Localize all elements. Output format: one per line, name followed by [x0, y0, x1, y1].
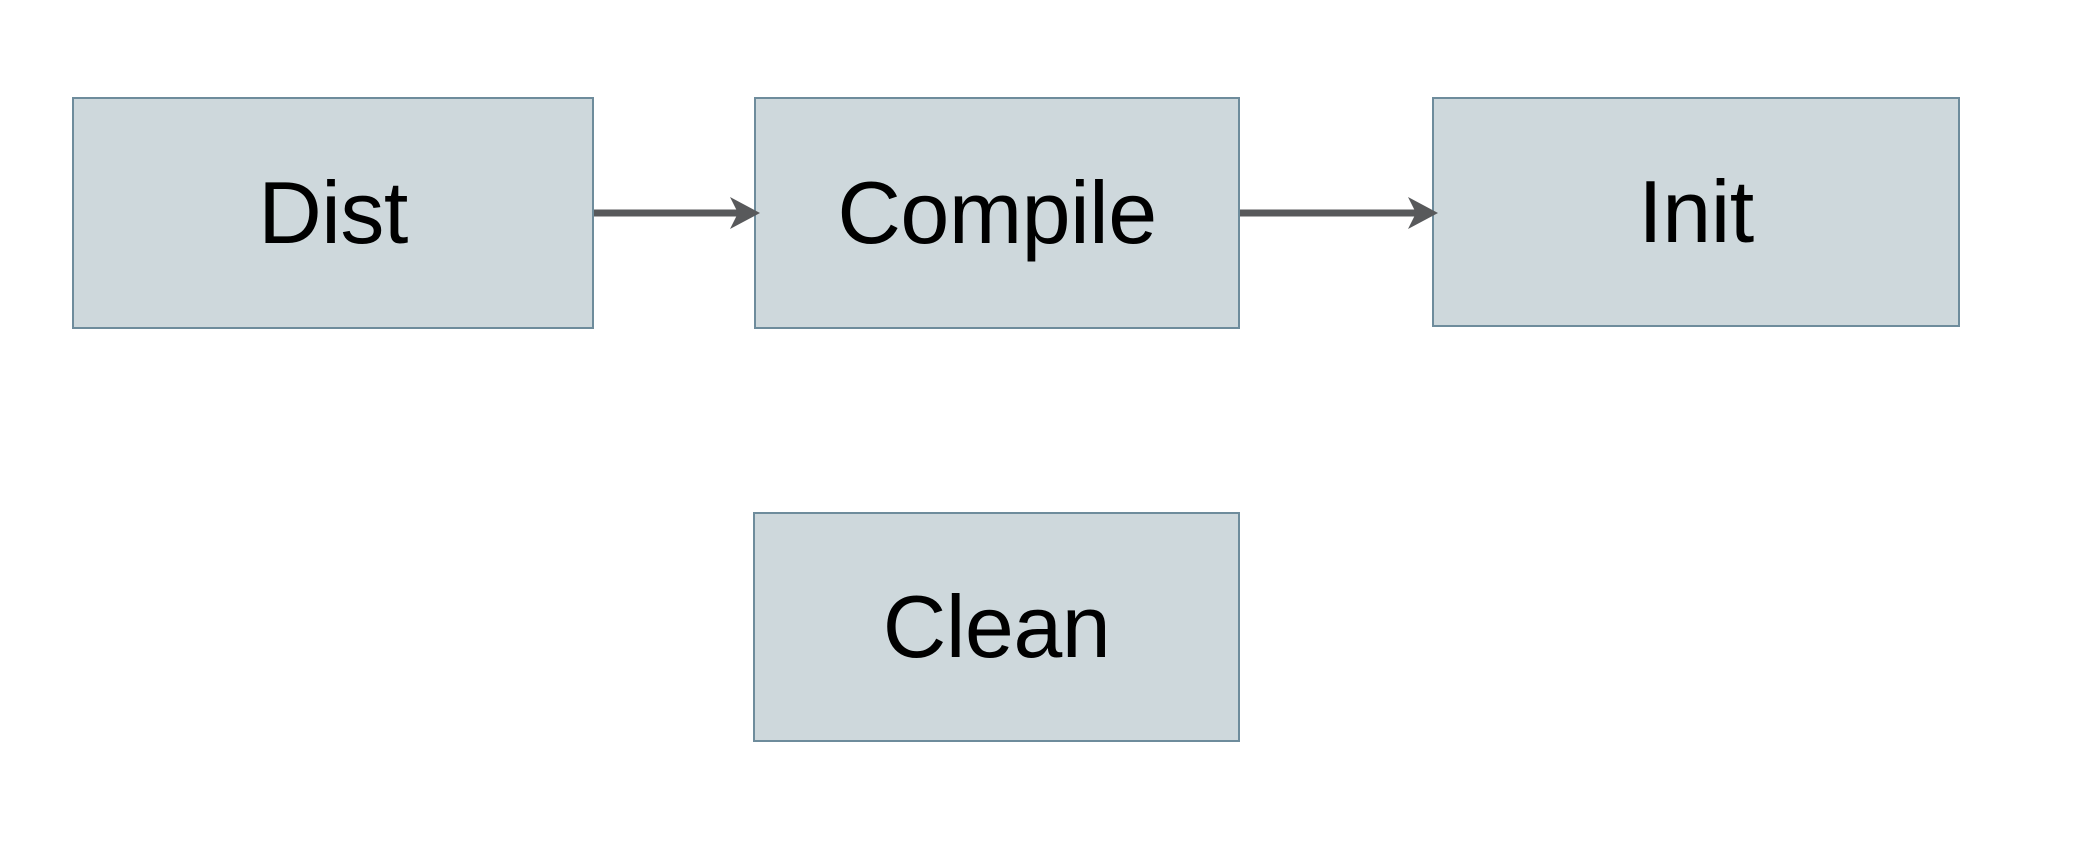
edge-compile-to-init: [1240, 197, 1438, 229]
node-dist-label: Dist: [258, 163, 408, 262]
node-compile[interactable]: Compile: [754, 97, 1240, 329]
node-clean-label: Clean: [882, 577, 1111, 676]
arrow-right-icon: [1240, 197, 1438, 229]
edge-dist-to-compile: [594, 197, 760, 229]
node-clean[interactable]: Clean: [753, 512, 1240, 742]
node-dist[interactable]: Dist: [72, 97, 594, 329]
arrow-right-icon: [594, 197, 760, 229]
node-init[interactable]: Init: [1432, 97, 1960, 327]
node-init-label: Init: [1638, 162, 1754, 261]
node-compile-label: Compile: [837, 163, 1157, 262]
